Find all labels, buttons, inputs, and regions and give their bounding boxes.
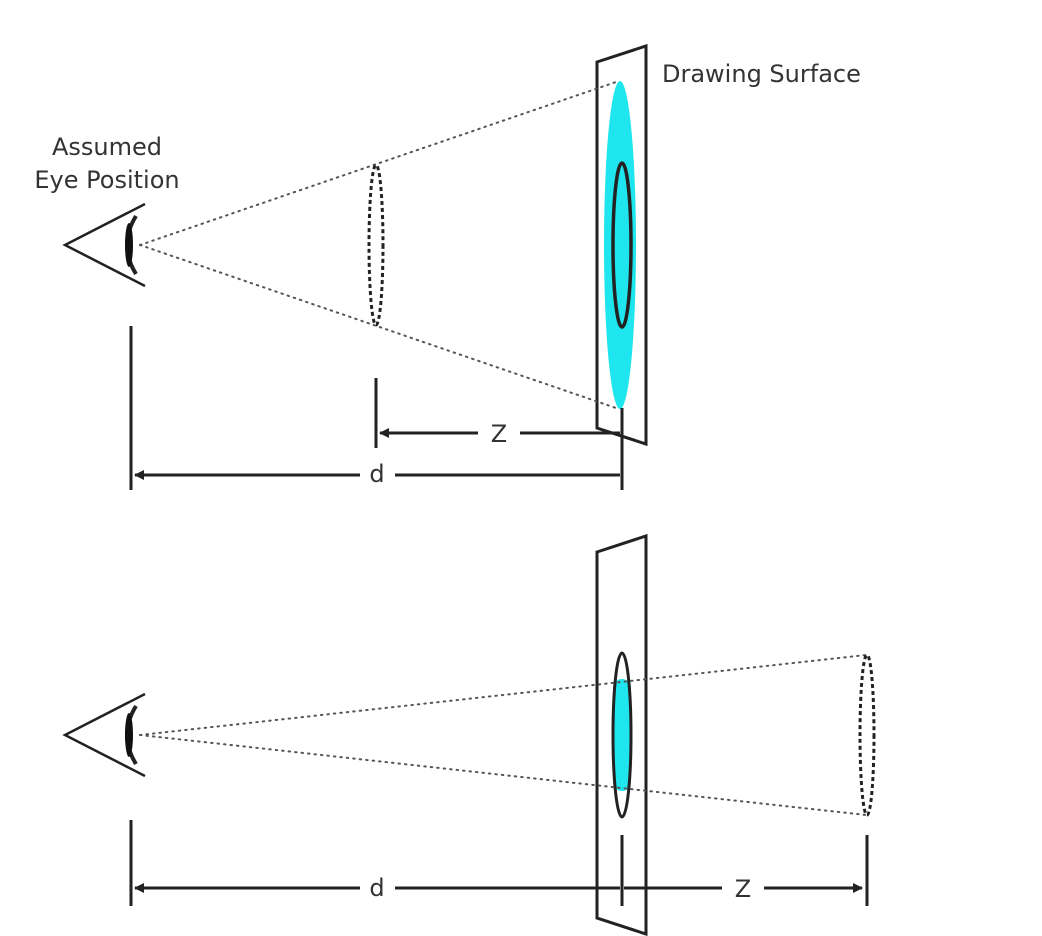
drawing-surface-label: Drawing Surface [662,60,861,88]
top-z-label: Z [491,420,507,448]
bottom-panel: d Z [62,533,876,936]
assumed-eye-label-line2: Eye Position [34,166,179,194]
bottom-projected-shape [613,679,631,791]
bottom-drawing-surface [595,533,648,936]
top-sight-line-lower [139,244,617,409]
top-eye-icon [62,202,146,288]
top-virtual-object [367,163,385,327]
top-panel: Z d Drawing Surface Assumed Eye Position [34,43,861,490]
bottom-sight-line-upper [139,654,867,736]
top-projected-shape [604,81,636,409]
top-surface-ellipse [611,161,633,329]
top-d-label: d [369,460,384,488]
top-drawing-surface [595,43,648,447]
bottom-d-label: d [369,874,384,902]
bottom-surface-ellipse [611,651,633,819]
bottom-z-label: Z [735,875,751,903]
bottom-sight-line-lower [139,734,867,816]
top-sight-line-upper [139,81,617,246]
bottom-eye-icon [62,692,146,778]
assumed-eye-label-line1: Assumed [52,133,162,161]
bottom-virtual-object [858,653,876,817]
